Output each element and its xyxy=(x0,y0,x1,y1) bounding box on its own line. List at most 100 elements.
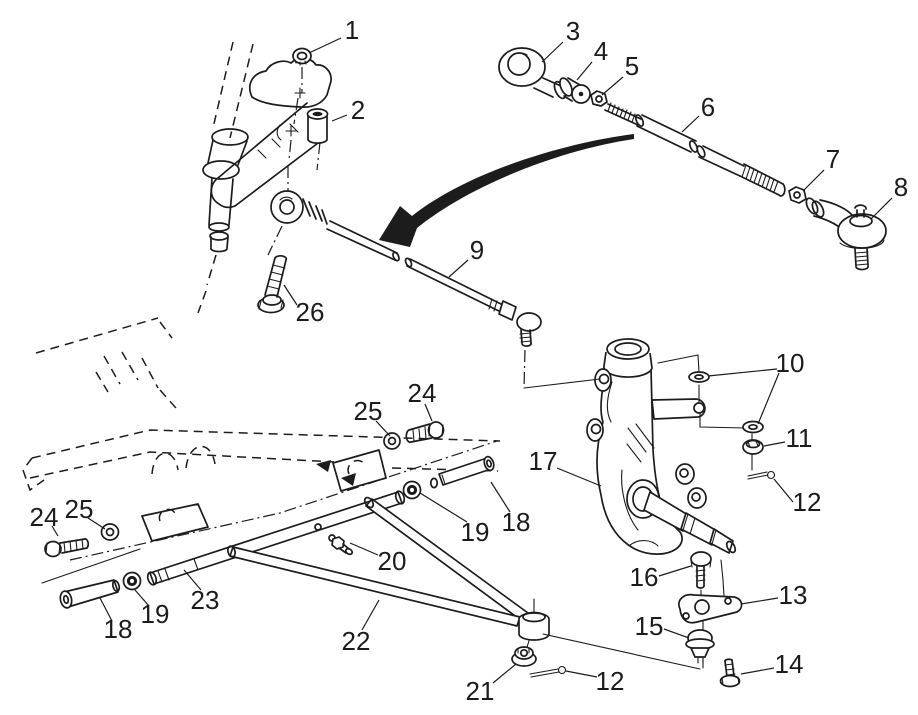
castle-nut-21 xyxy=(511,646,537,667)
steering-arm-plate xyxy=(210,57,332,209)
callout-label-26: 26 xyxy=(296,297,325,327)
frame-bracket-left xyxy=(141,503,209,542)
leader-line-14 xyxy=(740,667,775,675)
callout-label-24-upper: 24 xyxy=(408,378,437,408)
leader-line-7 xyxy=(802,169,825,192)
leader-line-2 xyxy=(331,114,348,122)
nut-7 xyxy=(788,186,807,204)
leader-line-11 xyxy=(763,441,786,447)
bushing-tube-18-left xyxy=(59,579,121,609)
callout-label-6: 6 xyxy=(701,92,715,122)
callout-label-16: 16 xyxy=(630,562,659,592)
adjuster-tube-6 xyxy=(604,102,786,197)
leader-line-25-upper xyxy=(375,420,391,437)
callout-label-14: 14 xyxy=(775,649,804,679)
tie-rod-end-3 xyxy=(498,47,567,100)
cotter-pin-right xyxy=(747,470,776,480)
steering-column xyxy=(197,41,254,314)
frame-bracket-right xyxy=(316,449,387,492)
bolt-24-left xyxy=(44,538,90,558)
spindle-washers-and-nut xyxy=(657,354,776,480)
leader-line-18-left xyxy=(99,597,113,622)
plate-13 xyxy=(678,593,743,624)
leader-line-19-right xyxy=(419,492,468,523)
leader-line-22 xyxy=(361,599,380,631)
callout-label-23: 23 xyxy=(191,585,220,615)
callout-label-25-upper: 25 xyxy=(354,396,383,426)
ball-joint-cup xyxy=(518,598,701,670)
callout-label-2: 2 xyxy=(351,95,365,125)
installation-direction-arrow-icon xyxy=(379,134,634,247)
leader-line-12-bottom xyxy=(565,670,598,678)
leader-line-1 xyxy=(308,37,342,54)
leader-line-12-right xyxy=(773,478,794,503)
leader-line-10 xyxy=(757,372,780,425)
tie-rod-end-8 xyxy=(805,197,887,271)
bolt-14 xyxy=(719,658,741,688)
callout-label-19-left: 19 xyxy=(141,599,170,629)
guide-arrow-icon xyxy=(341,473,356,486)
callout-label-7: 7 xyxy=(826,144,840,174)
leader-line-23 xyxy=(183,569,202,591)
ball-joint-hardware xyxy=(678,551,743,688)
bolt-26 xyxy=(257,254,288,314)
callout-label-10: 10 xyxy=(776,348,805,378)
callout-label-8: 8 xyxy=(894,172,908,202)
callout-label-24-left: 24 xyxy=(30,502,59,532)
callout-label-12-bottom: 12 xyxy=(596,666,625,696)
callout-label-21: 21 xyxy=(466,676,495,706)
ball-joint-15 xyxy=(685,629,715,664)
spacer-ring xyxy=(429,477,439,489)
tie-rod-9 xyxy=(270,190,601,389)
sleeve-4 xyxy=(559,77,591,104)
leader-line-19-left xyxy=(134,589,150,607)
callout-label-19-right: 19 xyxy=(461,517,490,547)
a-arm-pivot-axis-centerline xyxy=(69,440,498,561)
callout-label-18-left: 18 xyxy=(104,614,133,644)
callout-label-3: 3 xyxy=(566,16,580,46)
callout-label-25-left: 25 xyxy=(65,494,94,524)
leader-line-26 xyxy=(283,284,298,306)
washer-19-upper xyxy=(402,480,422,500)
leader-line-9 xyxy=(448,259,469,278)
bushing-tube-18-right xyxy=(438,455,495,486)
leader-line-24-left xyxy=(51,525,59,537)
spacer-2 xyxy=(306,108,329,144)
washer-10a xyxy=(688,371,710,383)
leader-line-16 xyxy=(658,565,692,577)
leader-line-18-right xyxy=(490,481,511,513)
callout-label-17: 17 xyxy=(529,446,558,476)
callout-label-22: 22 xyxy=(342,626,371,656)
leader-line-20 xyxy=(349,542,379,556)
leader-line-17 xyxy=(556,467,602,487)
frame-mount-edge xyxy=(41,548,141,584)
leader-line-8 xyxy=(870,197,893,220)
washer-25-left xyxy=(100,523,120,541)
a-arm-pivot-tube xyxy=(146,490,406,586)
guide-arrow-icon xyxy=(316,460,331,472)
washer-19-left xyxy=(122,571,142,591)
leader-line-6 xyxy=(681,115,700,133)
leader-line-15 xyxy=(663,628,690,639)
callout-label-4: 4 xyxy=(594,36,608,66)
nut-11 xyxy=(742,439,764,455)
leader-line-13 xyxy=(740,597,779,605)
leader-line-25-left xyxy=(87,517,106,530)
leader-line-10 xyxy=(707,368,778,377)
leader-line-4 xyxy=(576,61,593,81)
leader-line-24-upper xyxy=(424,403,433,422)
washer-10b xyxy=(742,420,764,434)
callout-label-9: 9 xyxy=(470,235,484,265)
callout-label-20: 20 xyxy=(378,546,407,576)
grease-fitting xyxy=(328,534,354,556)
leader-line-3 xyxy=(541,41,564,63)
cotter-pin-bottom xyxy=(529,665,567,678)
bolt-24-upper xyxy=(405,421,445,444)
nut-1 xyxy=(292,47,312,66)
callout-label-1: 1 xyxy=(345,15,359,45)
washer-25-upper xyxy=(383,432,401,450)
grease-fitting-hole xyxy=(314,523,322,531)
